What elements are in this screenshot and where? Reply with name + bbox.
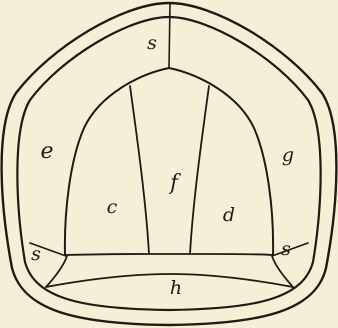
label-g: g — [282, 144, 294, 166]
central-arch — [65, 68, 273, 255]
base-arc-right — [272, 256, 293, 287]
label-c: c — [107, 196, 118, 218]
label-h: h — [170, 277, 182, 299]
top-divider — [169, 4, 170, 68]
right-inner-line — [190, 86, 209, 254]
label-s-left: s — [31, 243, 41, 265]
base-top-line — [66, 254, 273, 255]
label-s-top: s — [147, 32, 157, 54]
base-arc — [46, 256, 67, 287]
label-e: e — [40, 139, 53, 164]
label-f: f — [168, 171, 181, 195]
label-d: d — [223, 204, 235, 226]
left-inner-line — [130, 86, 149, 254]
label-s-right: s — [281, 238, 291, 260]
